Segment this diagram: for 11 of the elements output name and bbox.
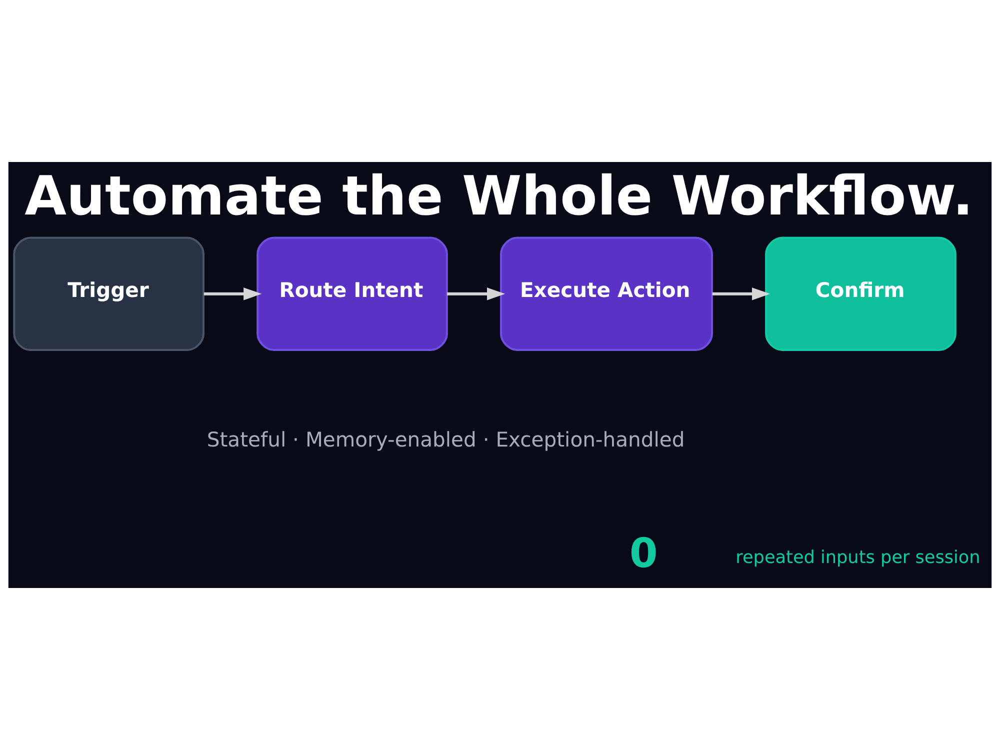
arrow — [447, 288, 506, 300]
arrow — [712, 288, 770, 300]
node-box: Execute Action — [500, 236, 713, 351]
node-box: Route Intent — [256, 236, 448, 351]
node-box: Trigger — [13, 236, 204, 351]
diagram-title: Automate the Whole Workflow. — [24, 164, 974, 228]
label: 0 — [629, 529, 658, 578]
arrow — [204, 288, 262, 300]
node-box: Confirm — [765, 236, 956, 351]
label: repeated inputs per session — [736, 548, 980, 568]
label: Stateful · Memory-enabled · Exception-handled — [206, 428, 685, 452]
